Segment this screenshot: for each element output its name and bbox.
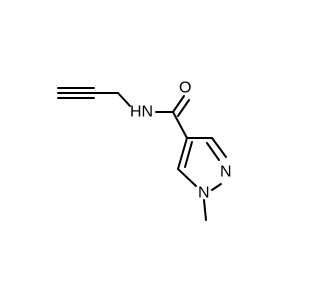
molecule-structure-diagram: HN O N N [57, 80, 232, 221]
carbonyl-to-ring-bond [172, 111, 188, 139]
carbonyl-oxygen-label: O [179, 80, 191, 97]
amide-nh-label: HN [130, 104, 153, 121]
ring-n1-c5-bond [177, 168, 197, 187]
ring-c3-n2-double-bond-2 [206, 142, 220, 161]
ring-c3-n2-double-bond-1 [211, 137, 227, 158]
ring-n2-n1-bond [211, 183, 222, 191]
carbonyl-double-bond-2 [177, 99, 190, 117]
ring-n2-label: N [220, 164, 232, 181]
ring-c5-c4-double-bond-2 [184, 141, 193, 168]
ring-c5-c4-double-bond-1 [177, 137, 188, 170]
n-methyl-bond [203, 199, 207, 221]
carbonyl-double-bond-1 [172, 95, 185, 113]
ch2-to-nh-bond [117, 92, 131, 107]
ring-n1-label: N [198, 185, 210, 202]
